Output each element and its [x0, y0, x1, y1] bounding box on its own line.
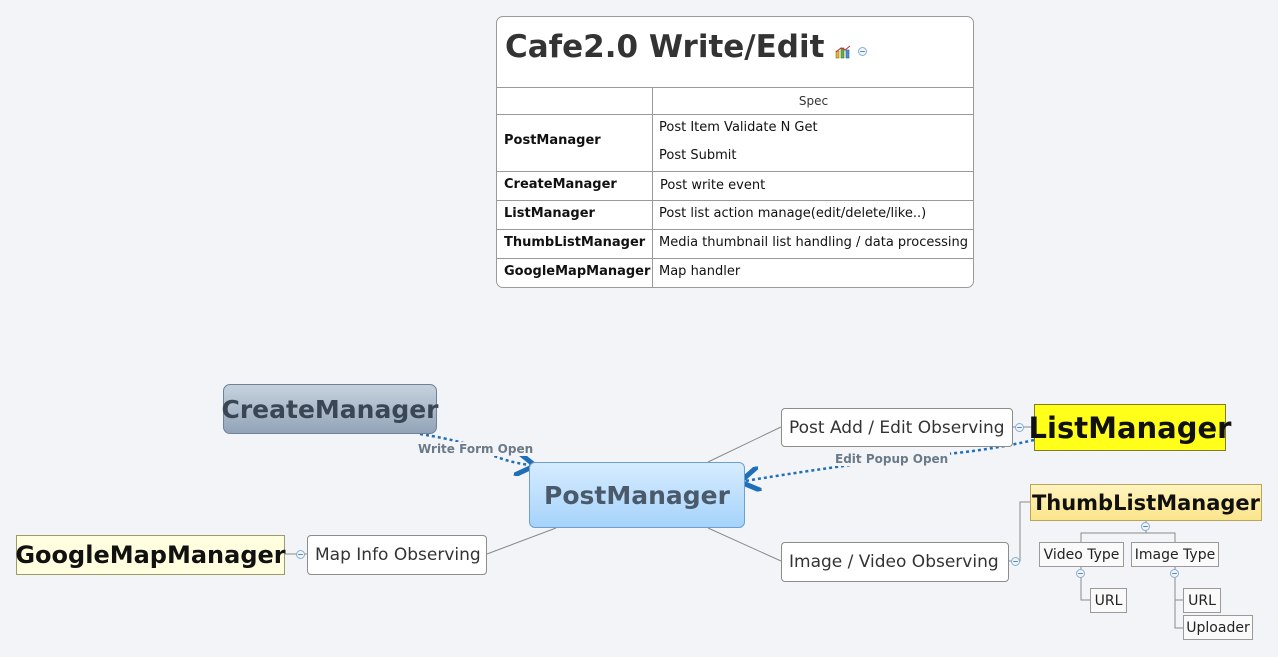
tree-line-thumb-children: [1080, 521, 1176, 543]
spec-row-name: GoogleMapManager: [504, 264, 651, 279]
spec-row-listmanager: ListManager Post list action manage(edit…: [497, 200, 973, 229]
spec-row-name: ThumbListManager: [504, 235, 646, 250]
relation-label-write-form[interactable]: Write Form Open: [416, 442, 536, 456]
tree-line-image-uploader: [1174, 600, 1183, 629]
topic-map-info-observing[interactable]: Map Info Observing: [307, 535, 487, 575]
subtopic-video-url[interactable]: URL: [1090, 588, 1127, 613]
create-manager-node[interactable]: CreateManager: [222, 384, 439, 434]
spec-row-desc: Post Item Validate N Get: [659, 120, 818, 135]
collapse-icon[interactable]: [1011, 557, 1020, 566]
spec-row-desc: Post write event: [660, 178, 766, 193]
spec-row-name: ListManager: [504, 206, 595, 221]
spec-table-card: Cafe2.0 Write/Edit Spec PostManager Post…: [496, 16, 974, 288]
collapse-icon[interactable]: [1076, 569, 1085, 578]
spec-row-googlemapmanager: GoogleMapManager Map handler: [497, 258, 973, 287]
subtopic-image-uploader[interactable]: Uploader: [1183, 615, 1253, 640]
list-manager-node[interactable]: ListManager: [1029, 404, 1231, 451]
branch-line-image-video: [707, 527, 782, 562]
topic-image-video-observing[interactable]: Image / Video Observing: [781, 542, 1009, 582]
collapse-icon[interactable]: [296, 550, 305, 559]
thumb-list-manager-node[interactable]: ThumbListManager: [1030, 484, 1262, 521]
spec-row-desc: Post list action manage(edit/delete/like…: [659, 206, 927, 221]
spec-row-createmanager: CreateManager Post write event: [497, 171, 973, 200]
spec-header-spec: Spec: [798, 94, 829, 108]
spec-row-name: CreateManager: [504, 177, 617, 192]
google-map-manager-node[interactable]: GoogleMapManager: [15, 535, 286, 575]
spec-row-thumblistmanager: ThumbListManager Media thumbnail list ha…: [497, 229, 973, 258]
collapse-icon[interactable]: [858, 47, 867, 56]
branch-line-map-info: [486, 527, 557, 555]
central-topic-postmanager[interactable]: PostManager: [529, 462, 745, 528]
spec-row-desc: Media thumbnail list handling / data pro…: [659, 235, 968, 250]
subtopic-image-type[interactable]: Image Type: [1131, 542, 1219, 567]
subtopic-image-url[interactable]: URL: [1183, 588, 1221, 613]
spec-row-desc: Map handler: [659, 264, 741, 279]
spec-row-name: PostManager: [504, 133, 601, 148]
collapse-icon[interactable]: [1015, 423, 1024, 432]
branch-line-post-add: [707, 426, 782, 463]
subtopic-video-type[interactable]: Video Type: [1039, 542, 1124, 567]
spec-title: Cafe2.0 Write/Edit: [505, 29, 825, 65]
branch-line-thumb: [1009, 501, 1030, 562]
spec-row-postmanager: PostManager Post Item Validate N Get Pos…: [497, 114, 973, 171]
chart-icon: [835, 45, 851, 59]
collapse-icon[interactable]: [1170, 569, 1179, 578]
topic-post-add-edit-observing[interactable]: Post Add / Edit Observing: [781, 408, 1013, 447]
spec-row-desc: Post Submit: [659, 148, 737, 163]
relation-label-edit-popup[interactable]: Edit Popup Open: [833, 452, 951, 466]
collapse-icon[interactable]: [1141, 522, 1150, 531]
spec-header-row: Spec: [497, 87, 973, 114]
